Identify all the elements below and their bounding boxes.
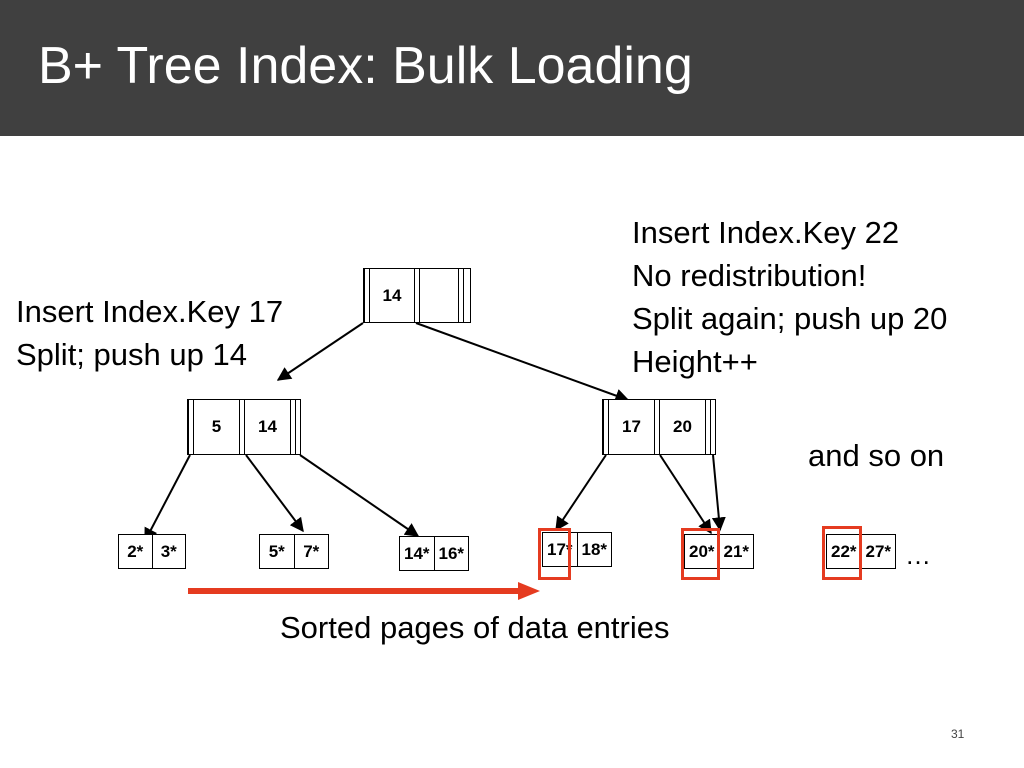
edge-li-leaf3 — [299, 454, 420, 537]
internal-key: 20 — [673, 417, 692, 436]
root-pointer — [458, 269, 464, 322]
note-right-line-2: No redistribution! — [632, 258, 867, 293]
note-left: Insert Index.Key 17 Split; push up 14 — [16, 290, 283, 376]
leaf-entry: 5* — [268, 541, 285, 561]
leaf-entry: 2* — [127, 541, 144, 561]
internal-pointer — [705, 400, 711, 454]
note-left-line-2: Split; push up 14 — [16, 337, 247, 372]
ellipsis: … — [905, 540, 931, 570]
leaf-entry: 20* — [688, 541, 715, 561]
internal-pointer — [188, 400, 194, 454]
internal-node-right: 17 20 — [602, 399, 716, 455]
leaf-entry: 3* — [151, 535, 186, 568]
leaf-page: 5* 7* — [259, 534, 329, 569]
highlight-box — [538, 528, 571, 580]
internal-pointer — [654, 400, 660, 454]
edge-li-leaf1 — [144, 454, 191, 543]
edge-li-leaf2 — [245, 454, 304, 533]
root-node: 14 — [363, 268, 471, 323]
internal-pointer — [603, 400, 609, 454]
note-right-line-1: Insert Index.Key 22 — [632, 215, 900, 250]
root-pointer — [414, 269, 420, 322]
edge-ri-leaf5 — [659, 454, 712, 535]
leaf-page: 17* 18* — [542, 532, 612, 567]
internal-pointer — [290, 400, 296, 454]
note-right: Insert Index.Key 22 No redistribution! S… — [632, 211, 947, 383]
edge-root-right — [415, 322, 630, 403]
leaf-entry: 7* — [293, 535, 329, 568]
leaf-entry: 16* — [433, 537, 469, 570]
edge-ri-leaf6 — [711, 454, 726, 532]
note-right-line-4: Height++ — [632, 344, 758, 379]
page-number: 31 — [951, 727, 965, 741]
internal-key: 5 — [211, 417, 222, 436]
leaf-page: 14* 16* — [399, 536, 469, 571]
leaf-entry: 14* — [403, 543, 430, 563]
internal-node-left: 5 14 — [187, 399, 301, 455]
note-left-line-1: Insert Index.Key 17 — [16, 294, 284, 329]
leaf-entry: 18* — [576, 533, 612, 566]
caption-sorted-pages: Sorted pages of data entries — [280, 610, 670, 645]
highlight-box — [822, 526, 862, 580]
and-so-on-text: and so on — [808, 438, 945, 473]
edge-ri-leaf4 — [555, 454, 607, 532]
leaf-page: 2* 3* — [118, 534, 186, 569]
internal-key: 17 — [622, 417, 641, 436]
root-pointer — [364, 269, 370, 322]
leaf-entry: 27* — [860, 535, 896, 568]
root-key-empty — [420, 269, 458, 322]
title-bar: B+ Tree Index: Bulk Loading — [0, 0, 1024, 136]
internal-pointer — [239, 400, 245, 454]
internal-key: 14 — [258, 417, 277, 436]
leaf-entry: 17* — [546, 539, 573, 559]
slide-title: B+ Tree Index: Bulk Loading — [38, 37, 693, 95]
note-right-line-3: Split again; push up 20 — [632, 301, 948, 336]
leaf-entry: 22* — [830, 541, 857, 561]
highlight-box — [681, 528, 720, 580]
root-key: 14 — [382, 285, 402, 305]
leaf-entry: 21* — [718, 535, 754, 568]
edge-root-left — [276, 322, 364, 381]
